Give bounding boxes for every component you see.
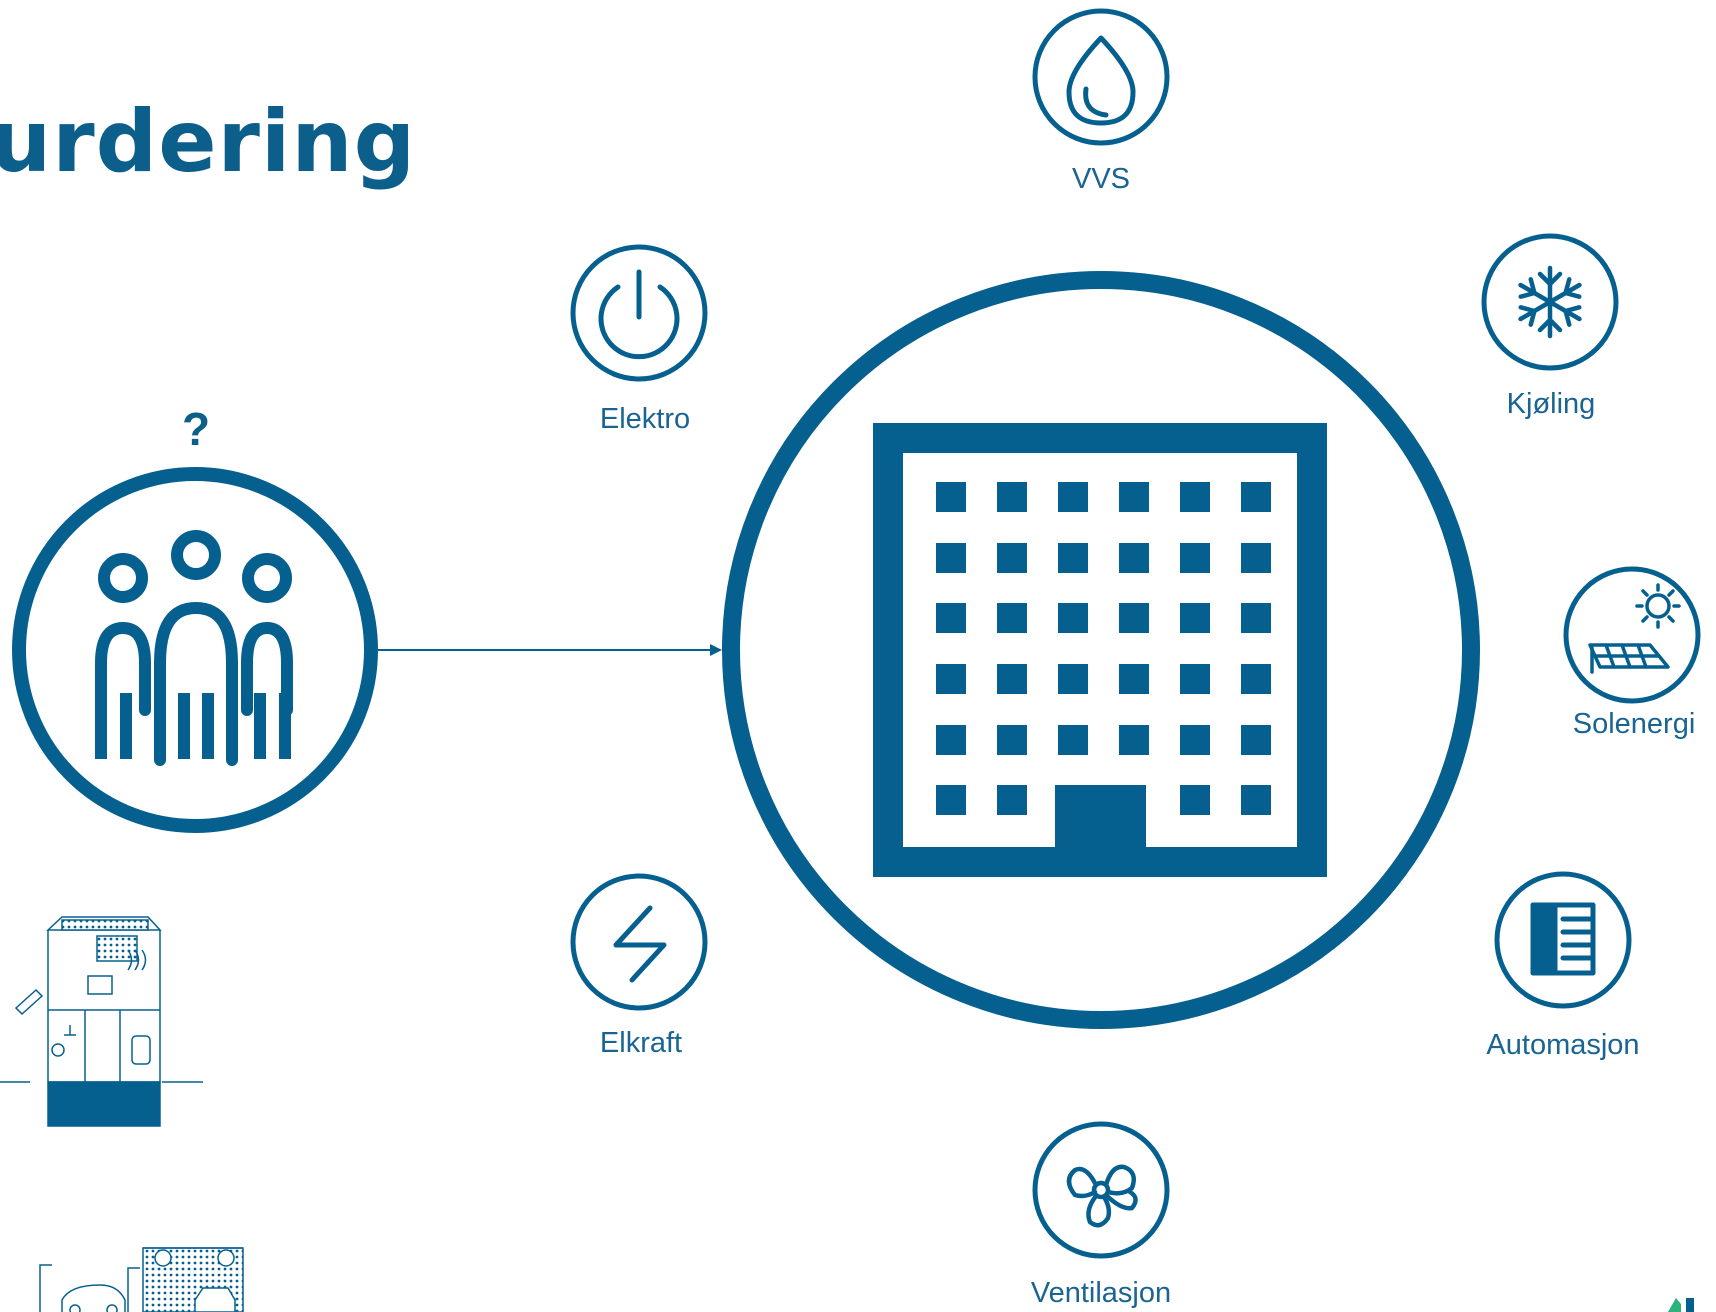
building-window	[936, 664, 966, 694]
building-window	[997, 482, 1027, 512]
discipline-node-elkraft	[570, 873, 708, 1011]
building-window	[1241, 603, 1271, 633]
building-window	[997, 725, 1027, 755]
building-window	[997, 603, 1027, 633]
building-window	[936, 785, 966, 815]
label-elkraft: Elkraft	[599, 1027, 683, 1059]
building-window	[997, 543, 1027, 573]
building-window	[1058, 482, 1088, 512]
building-window	[936, 725, 966, 755]
building-window	[936, 603, 966, 633]
label-ventilasjon: Ventilasjon	[1030, 1277, 1172, 1309]
building-window	[1180, 603, 1210, 633]
garage-ev-illustration	[39, 1247, 244, 1312]
office-building-icon	[873, 423, 1327, 877]
control-panel-icon	[1530, 902, 1596, 976]
building-window	[1180, 543, 1210, 573]
solar-panel-icon	[1588, 583, 1681, 674]
building-node	[722, 271, 1480, 1029]
building-window	[1058, 543, 1088, 573]
discipline-node-elektro	[570, 244, 708, 382]
discipline-node-vvs	[1032, 8, 1170, 146]
building-window	[1119, 482, 1149, 512]
building-window	[997, 785, 1027, 815]
fan-icon	[1066, 1164, 1138, 1228]
label-elektro: Elektro	[599, 403, 691, 435]
building-window	[1058, 603, 1088, 633]
people-group-icon	[95, 530, 293, 766]
building-window	[1058, 664, 1088, 694]
building-window	[1241, 725, 1271, 755]
label-solenergi: Solenergi	[1572, 708, 1696, 740]
lightning-icon	[613, 905, 667, 983]
building-window	[1180, 664, 1210, 694]
power-icon	[598, 269, 680, 360]
label-kjoling: Kjøling	[1506, 388, 1596, 420]
question-mark: ?	[181, 403, 211, 455]
building-window	[1180, 482, 1210, 512]
building-window	[1119, 543, 1149, 573]
building-window	[936, 543, 966, 573]
building-window	[936, 482, 966, 512]
discipline-node-kjoling	[1481, 233, 1619, 371]
snowflake-icon	[1516, 265, 1585, 339]
discipline-node-solenergi	[1563, 566, 1701, 704]
building-window	[997, 664, 1027, 694]
building-window	[1241, 664, 1271, 694]
building-window	[1119, 603, 1149, 633]
building-window	[1058, 725, 1088, 755]
building-window	[1119, 664, 1149, 694]
discipline-node-ventilasjon	[1032, 1121, 1170, 1259]
building-window	[1180, 785, 1210, 815]
discipline-node-automasjon	[1494, 871, 1632, 1009]
house-cutaway-illustration	[0, 916, 203, 1127]
building-window	[1241, 785, 1271, 815]
building-window	[1119, 725, 1149, 755]
water-drop-icon	[1066, 35, 1136, 126]
people-node	[12, 467, 378, 833]
page-title: urdering	[0, 92, 417, 192]
building-window	[1241, 543, 1271, 573]
building-window	[1241, 482, 1271, 512]
label-vvs: VVS	[1071, 163, 1131, 195]
brand-logo-fragment	[1668, 1298, 1694, 1312]
label-automasjon: Automasjon	[1486, 1029, 1640, 1061]
building-window	[1180, 725, 1210, 755]
